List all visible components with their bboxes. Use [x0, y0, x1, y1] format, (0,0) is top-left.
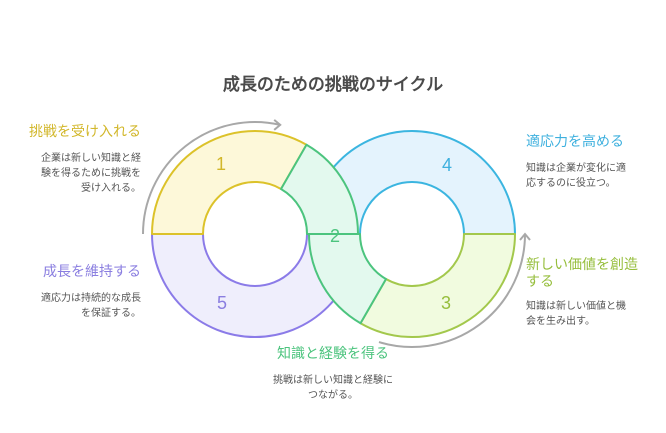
desc-line: 知識は新しい価値と機 [526, 301, 626, 312]
step-4-label: 適応力を高める [526, 134, 624, 150]
desc-line: 適応力は持続的な成長 [41, 293, 141, 304]
step-1-description: 企業は新しい知識と経 験を得るために挑戦を 受け入れる。 [0, 151, 141, 196]
desc-line: つながる。 [308, 390, 358, 401]
step-4-description: 知識は企業が変化に適 応するのに役立つ。 [526, 161, 626, 191]
step-number-4: 4 [442, 155, 452, 175]
segment-2-gain-knowledge-lower [308, 233, 387, 325]
label-line: 新しい価値を創造 [526, 257, 638, 273]
desc-line: 応するのに役立つ。 [526, 178, 616, 189]
arrowhead-right-icon [519, 232, 531, 241]
desc-line: 受け入れる。 [81, 183, 141, 194]
desc-line: 会を生み出す。 [526, 316, 595, 327]
step-number-3: 3 [441, 293, 451, 313]
step-3-label: 新しい価値を創造 する [526, 257, 638, 291]
cycle-arrow-right-icon [378, 233, 526, 348]
desc-line: を保証する。 [81, 308, 141, 319]
segment-4-enhance-adaptability [308, 130, 516, 235]
segment-5-maintain-growth [151, 233, 359, 338]
segment-1-embrace-challenge [151, 130, 308, 235]
step-1-label: 挑戦を受け入れる [29, 124, 141, 140]
step-2-label: 知識と経験を得る [277, 346, 389, 362]
desc-line: 企業は新しい知識と経 [41, 153, 141, 164]
desc-line: 挑戦は新しい知識と経験に [273, 375, 393, 386]
step-5-description: 適応力は持続的な成長 を保証する。 [0, 291, 141, 321]
step-number-5: 5 [217, 293, 227, 313]
segment-3-create-value [359, 233, 516, 338]
step-3-description: 知識は新しい価値と機 会を生み出す。 [526, 299, 626, 329]
desc-line: 知識は企業が変化に適 [526, 163, 626, 174]
step-2-description: 挑戦は新しい知識と経験に つながる。 [233, 373, 433, 403]
desc-line: 験を得るために挑戦を [41, 168, 141, 179]
step-number-2: 2 [330, 226, 340, 246]
cycle-arrow-left-icon [142, 121, 281, 235]
arrowhead-left-icon [273, 119, 282, 131]
step-number-1: 1 [216, 154, 226, 174]
diagram-title: 成長のための挑戦のサイクル [222, 75, 444, 95]
step-5-label: 成長を維持する [43, 264, 141, 280]
label-line: する [526, 274, 554, 290]
